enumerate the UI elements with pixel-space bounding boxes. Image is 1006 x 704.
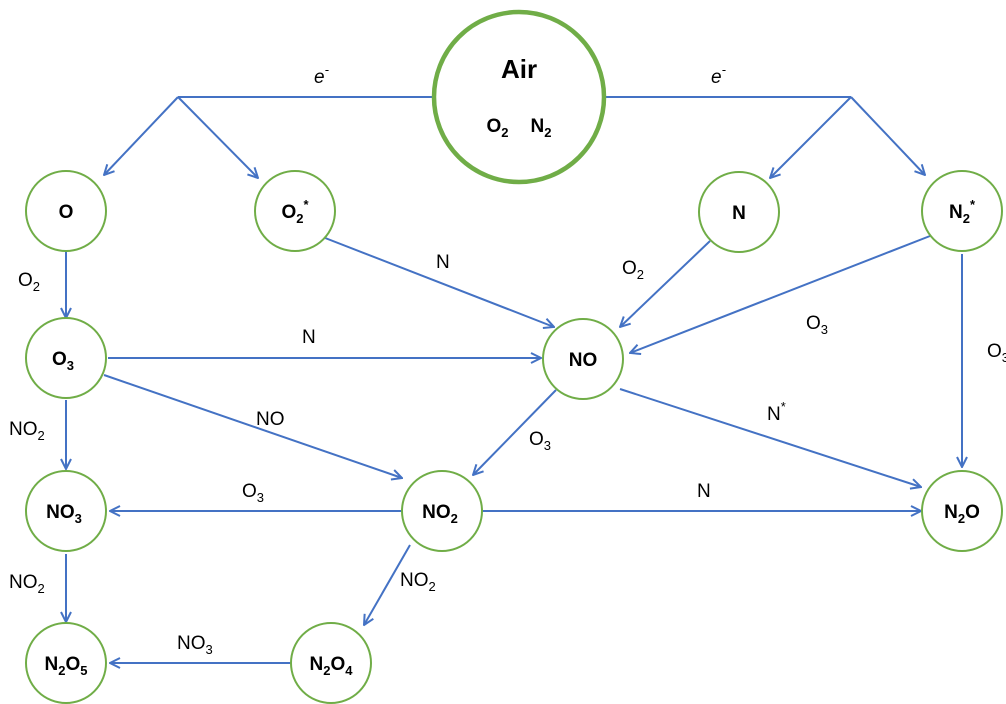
arrow-o3-to-no2 [103, 374, 402, 478]
arrow-n2-excited-to-no [630, 235, 931, 353]
arrow-n-to-no [620, 240, 711, 327]
edge-label-e-right: e- [711, 62, 727, 88]
edge-label-o2-o-to-o3: O2 [18, 270, 40, 294]
node-no3-label: NO3 [46, 502, 82, 526]
edge-label-o2-n-to-no: O2 [622, 258, 644, 282]
edge-label-no3-n2o4-to-n2o5: NO3 [177, 633, 213, 657]
edge-label-no2-no3-to-n2o5: NO2 [9, 572, 45, 596]
edge-label-n-o2s-to-no: N [436, 252, 450, 273]
node-no2-label: NO2 [422, 502, 458, 526]
edge-label-o3-no-to-no2: O3 [529, 429, 551, 453]
node-no: NO [542, 318, 624, 400]
edge-label-e-left: e- [314, 62, 330, 88]
node-o2-excited: O2* [254, 170, 336, 252]
edge-label-nstar-no-to-n2o: N* [767, 399, 786, 425]
node-n2-excited: N2* [921, 170, 1003, 252]
arrow-no-to-n2o [619, 388, 921, 487]
edge-label-o3-n2s-to-n2o: O3 [987, 341, 1006, 365]
edge-label-o3-n2s-to-no: O3 [806, 313, 828, 337]
node-n2-excited-label: N2* [949, 197, 976, 226]
edge-label-no2-no2-to-n2o4: NO2 [400, 570, 436, 594]
node-n: N [698, 171, 780, 253]
node-no-label: NO [569, 350, 598, 371]
node-no3: NO3 [25, 470, 107, 552]
arrows [66, 96, 962, 663]
node-o3-label: O3 [52, 349, 74, 373]
node-n2o4: N2O4 [290, 622, 372, 704]
arrow-o2-excited-to-no [319, 235, 554, 327]
node-n2o: N2O [921, 470, 1003, 552]
arrow-e-to-o2-excited [177, 96, 258, 178]
edge-labels: e- e- O2 N O2 O3 O3 N NO O3 N* NO2 O3 N … [9, 62, 1006, 657]
edge-label-n-no2-to-n2o: N [697, 481, 711, 502]
node-o: O [25, 170, 107, 252]
edge-label-no2-o3-to-no3: NO2 [9, 419, 45, 443]
node-n2o5: N2O5 [25, 622, 107, 704]
arrow-no2-to-n2o4 [364, 544, 411, 625]
node-o2-excited-label: O2* [281, 197, 309, 226]
arrow-e-to-n [770, 96, 852, 178]
node-no2: NO2 [401, 470, 483, 552]
arrow-e-to-n2-excited [850, 96, 925, 175]
edge-label-n-o3-to-no: N [302, 327, 316, 348]
air-title: Air [501, 54, 537, 84]
edge-label-o3-no2-to-no3: O3 [242, 481, 264, 505]
edge-label-no-o3-to-no2: NO [256, 409, 285, 430]
arrow-e-to-o [104, 96, 179, 175]
node-n-label: N [732, 203, 746, 224]
node-o3: O3 [25, 317, 107, 399]
arrow-no-to-no2 [473, 389, 557, 475]
node-n2o4-label: N2O4 [310, 654, 354, 678]
node-n2o-label: N2O [944, 502, 980, 526]
node-n2o5-label: N2O5 [45, 654, 88, 678]
node-o-label: O [59, 202, 74, 223]
